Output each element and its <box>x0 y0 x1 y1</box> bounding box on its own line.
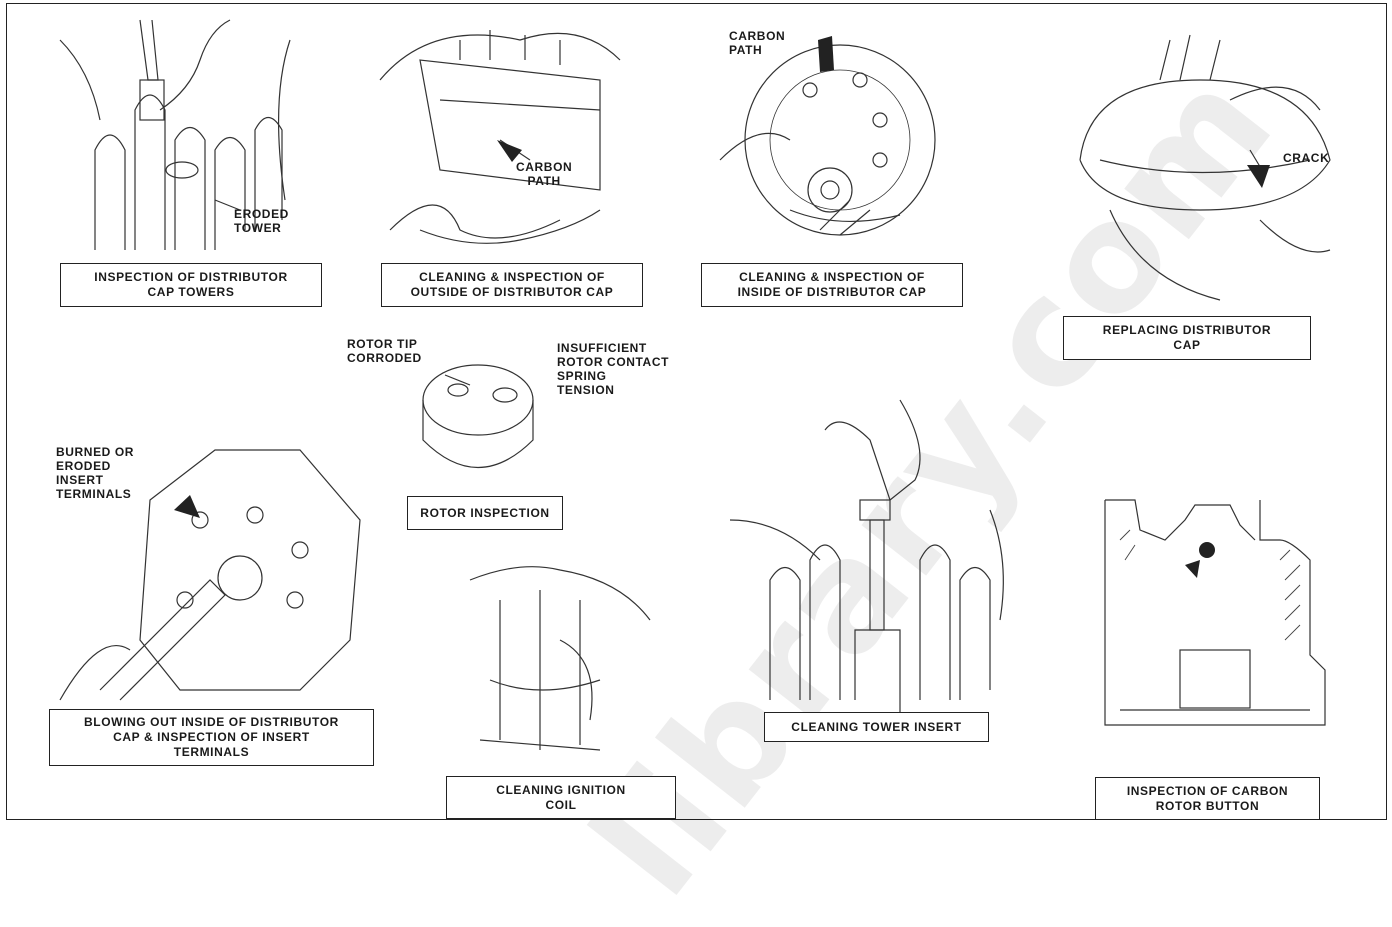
caption-inside-cap: CLEANING & INSPECTION OF INSIDE OF DISTR… <box>701 263 963 307</box>
rotor-tip-label: ROTOR TIP CORRODED <box>347 337 422 365</box>
caption-cap-towers: INSPECTION OF DISTRIBUTOR CAP TOWERS <box>60 263 322 307</box>
carbon-button-illustration <box>1105 500 1325 725</box>
replacing-cap-illustration <box>1080 35 1330 300</box>
caption-tower-insert: CLEANING TOWER INSERT <box>764 712 989 742</box>
ignition-coil-illustration <box>470 567 650 750</box>
caption-carbon-button: INSPECTION OF CARBON ROTOR BUTTON <box>1095 777 1320 820</box>
caption-blowing-out: BLOWING OUT INSIDE OF DISTRIBUTOR CAP & … <box>49 709 374 766</box>
illustration-canvas <box>0 0 1392 825</box>
caption-rotor: ROTOR INSPECTION <box>407 496 563 530</box>
crack-label: CRACK <box>1283 151 1329 165</box>
carbon-path-outside-label: CARBON PATH <box>516 160 572 188</box>
spring-tension-label: INSUFFICIENT ROTOR CONTACT SPRING TENSIO… <box>557 341 669 397</box>
caption-replacing-cap: REPLACING DISTRIBUTOR CAP <box>1063 316 1311 360</box>
tower-insert-illustration <box>730 400 1003 720</box>
caption-ignition-coil: CLEANING IGNITION COIL <box>446 776 676 819</box>
inside-cap-illustration <box>720 36 935 235</box>
outside-cap-illustration <box>380 30 620 243</box>
carbon-path-inside-label: CARBON PATH <box>729 29 785 57</box>
burned-terminals-label: BURNED OR ERODED INSERT TERMINALS <box>56 445 134 501</box>
caption-outside-cap: CLEANING & INSPECTION OF OUTSIDE OF DIST… <box>381 263 643 307</box>
rotor-illustration <box>423 365 533 468</box>
eroded-tower-label: ERODED TOWER <box>234 207 289 235</box>
